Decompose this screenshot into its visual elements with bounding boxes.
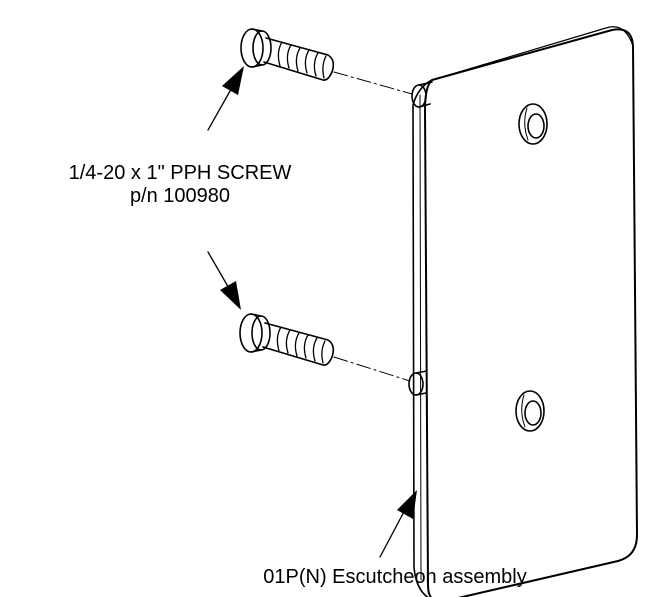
screw-callout-line2: p/n 100980 — [129, 185, 231, 207]
leader-lower-screw — [207, 251, 241, 310]
centerlines — [333, 71, 413, 382]
upper-screw — [240, 28, 335, 81]
upper-mounting-hole — [518, 103, 548, 145]
leader-escutcheon — [379, 490, 417, 558]
leader-upper-screw — [207, 66, 244, 131]
escutcheon-plate — [412, 26, 638, 597]
lower-stud — [408, 370, 428, 396]
escutcheon-callout: 01P(N) Escutcheon assembly — [263, 566, 527, 588]
upper-stud — [411, 81, 433, 108]
lower-mounting-hole — [515, 390, 545, 432]
lower-screw — [239, 313, 335, 366]
screw-callout: 1/4-20 x 1" PPH SCREW p/n 100980 — [0, 162, 360, 208]
screw-callout-line1: 1/4-20 x 1" PPH SCREW — [68, 162, 292, 184]
